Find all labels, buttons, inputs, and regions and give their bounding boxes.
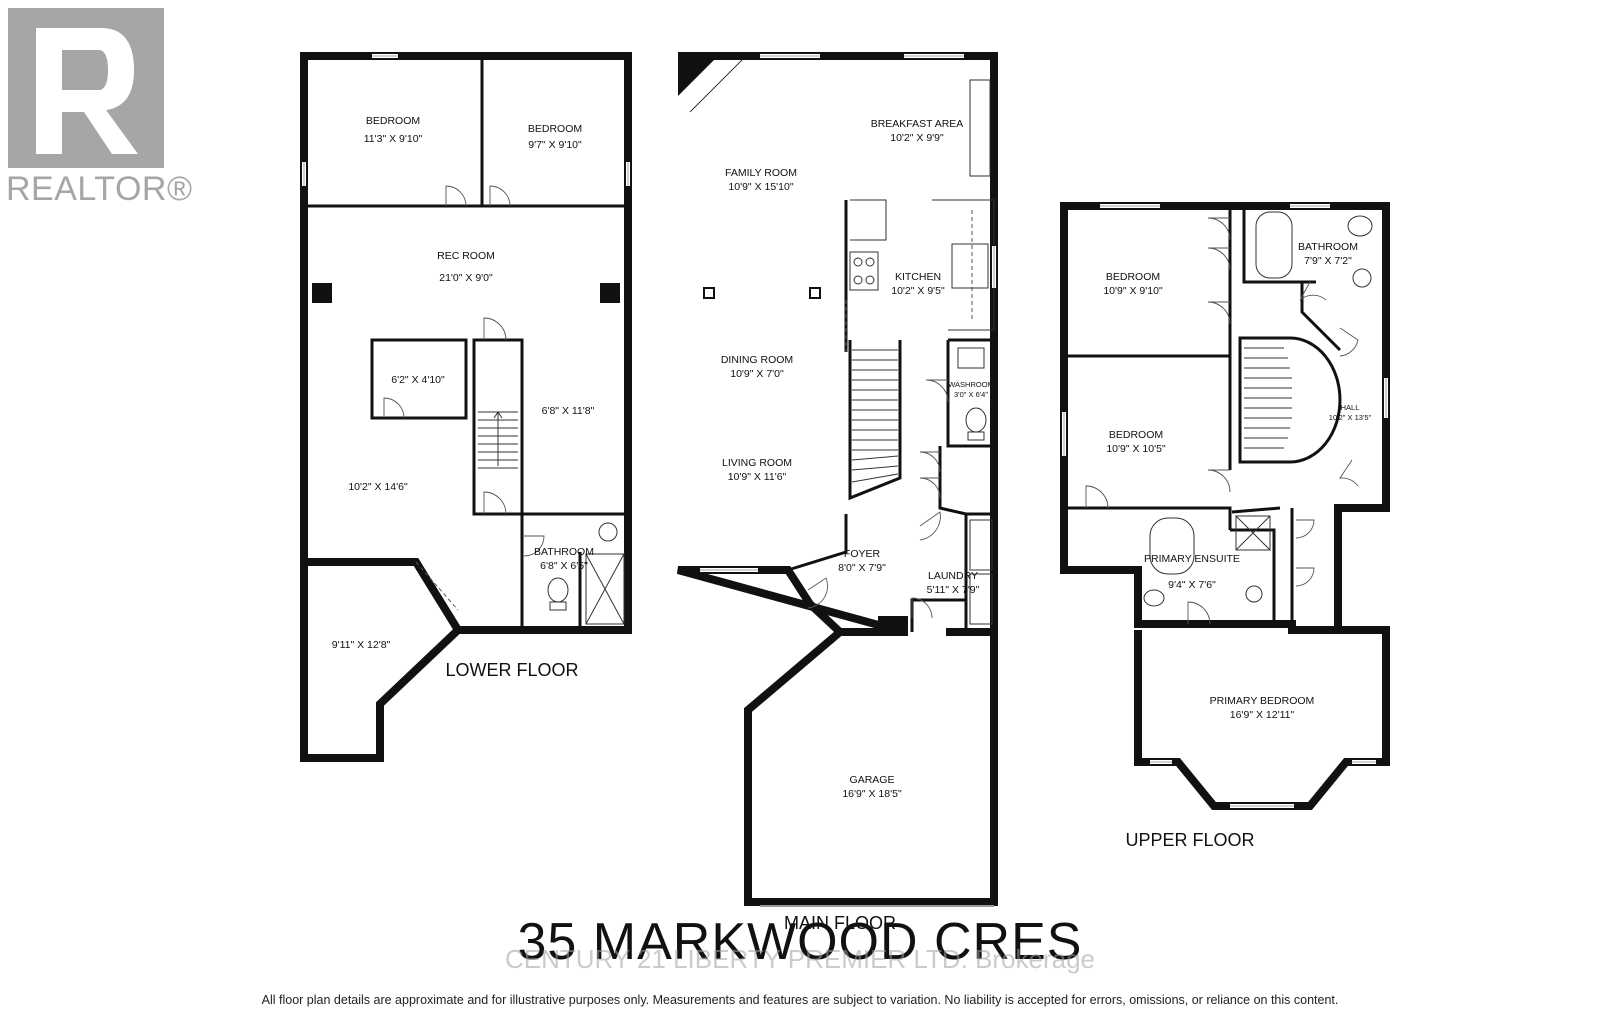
lower-bedroom2-name: BEDROOM [528, 123, 582, 135]
rec-room-dims: 21'0" X 9'0" [439, 272, 493, 284]
upper-bathroom-name: BATHROOM [1298, 241, 1358, 253]
realtor-wordmark: REALTOR® [6, 170, 193, 208]
washroom-dims: 3'0" X 6'4" [954, 390, 988, 399]
main-floor-plan [676, 52, 998, 907]
upper-bedroom2-dims: 10'9" X 10'5" [1106, 443, 1166, 455]
dining-dims: 10'9" X 7'0" [730, 368, 784, 380]
lower-bedroom1-name: BEDROOM [366, 115, 420, 127]
living-dims: 10'9" X 11'6" [728, 471, 787, 483]
dining-name: DINING ROOM [721, 354, 793, 366]
upper-floor-plan [1060, 202, 1390, 810]
upper-bedroom1-name: BEDROOM [1106, 271, 1160, 283]
primary-bedroom-dims: 16'9" X 12'11" [1230, 709, 1295, 721]
ensuite-dims: 9'4" X 7'6" [1168, 579, 1216, 591]
kitchen-dims: 10'2" X 9'5" [891, 285, 945, 297]
lower-floor-label: LOWER FLOOR [445, 660, 578, 680]
lower-bathroom-dims: 6'8" X 6'5" [540, 560, 588, 572]
garage-name: GARAGE [850, 774, 895, 786]
washroom-name: WASHROOM [948, 380, 994, 389]
lower-floor-plan [300, 52, 632, 762]
foyer-name: FOYER [844, 548, 881, 560]
disclaimer-text: All floor plan details are approximate a… [261, 993, 1339, 1007]
room-68-dims: 6'8" X 11'8" [542, 405, 595, 417]
hall-name: HALL [1341, 403, 1360, 412]
rec-room-name: REC ROOM [437, 250, 495, 262]
kitchen-name: KITCHEN [895, 271, 941, 283]
family-name: FAMILY ROOM [725, 167, 797, 179]
main-floor-label: MAIN FLOOR [784, 913, 896, 933]
room-911-dims: 9'11" X 12'8" [332, 639, 391, 651]
garage-dims: 16'9" X 18'5" [842, 788, 902, 800]
property-address-title: 35 MARKWOOD CRES [517, 913, 1083, 971]
upper-floor-label: UPPER FLOOR [1125, 830, 1254, 850]
upper-bathroom-dims: 7'9" X 7'2" [1304, 255, 1352, 267]
brokerage-watermark: CENTURY 21 LIBERTY PREMIER LTD. Brokerag… [504, 944, 1096, 974]
upper-bedroom1-dims: 10'9" X 9'10" [1103, 285, 1163, 297]
lower-bathroom-name: BATHROOM [534, 546, 594, 558]
room-102-dims: 10'2" X 14'6" [348, 481, 408, 493]
laundry-name: LAUNDRY [928, 570, 978, 582]
upper-bedroom2-name: BEDROOM [1109, 429, 1163, 441]
breakfast-name: BREAKFAST AREA [871, 118, 964, 130]
hall-dims: 10'2" X 13'5" [1329, 413, 1372, 422]
primary-bedroom-name: PRIMARY BEDROOM [1210, 695, 1315, 707]
living-name: LIVING ROOM [722, 457, 792, 469]
storage-dims: 6'2" X 4'10" [391, 374, 445, 386]
breakfast-dims: 10'2" X 9'9" [890, 132, 944, 144]
family-dims: 10'9" X 15'10" [728, 181, 793, 193]
foyer-dims: 8'0" X 7'9" [838, 562, 886, 574]
realtor-r-mark [8, 8, 164, 168]
ensuite-name: PRIMARY ENSUITE [1144, 553, 1240, 565]
lower-bedroom2-dims: 9'7" X 9'10" [528, 139, 582, 151]
lower-bedroom1-dims: 11'3" X 9'10" [364, 133, 423, 145]
laundry-dims: 5'11" X 7'9" [927, 584, 980, 596]
